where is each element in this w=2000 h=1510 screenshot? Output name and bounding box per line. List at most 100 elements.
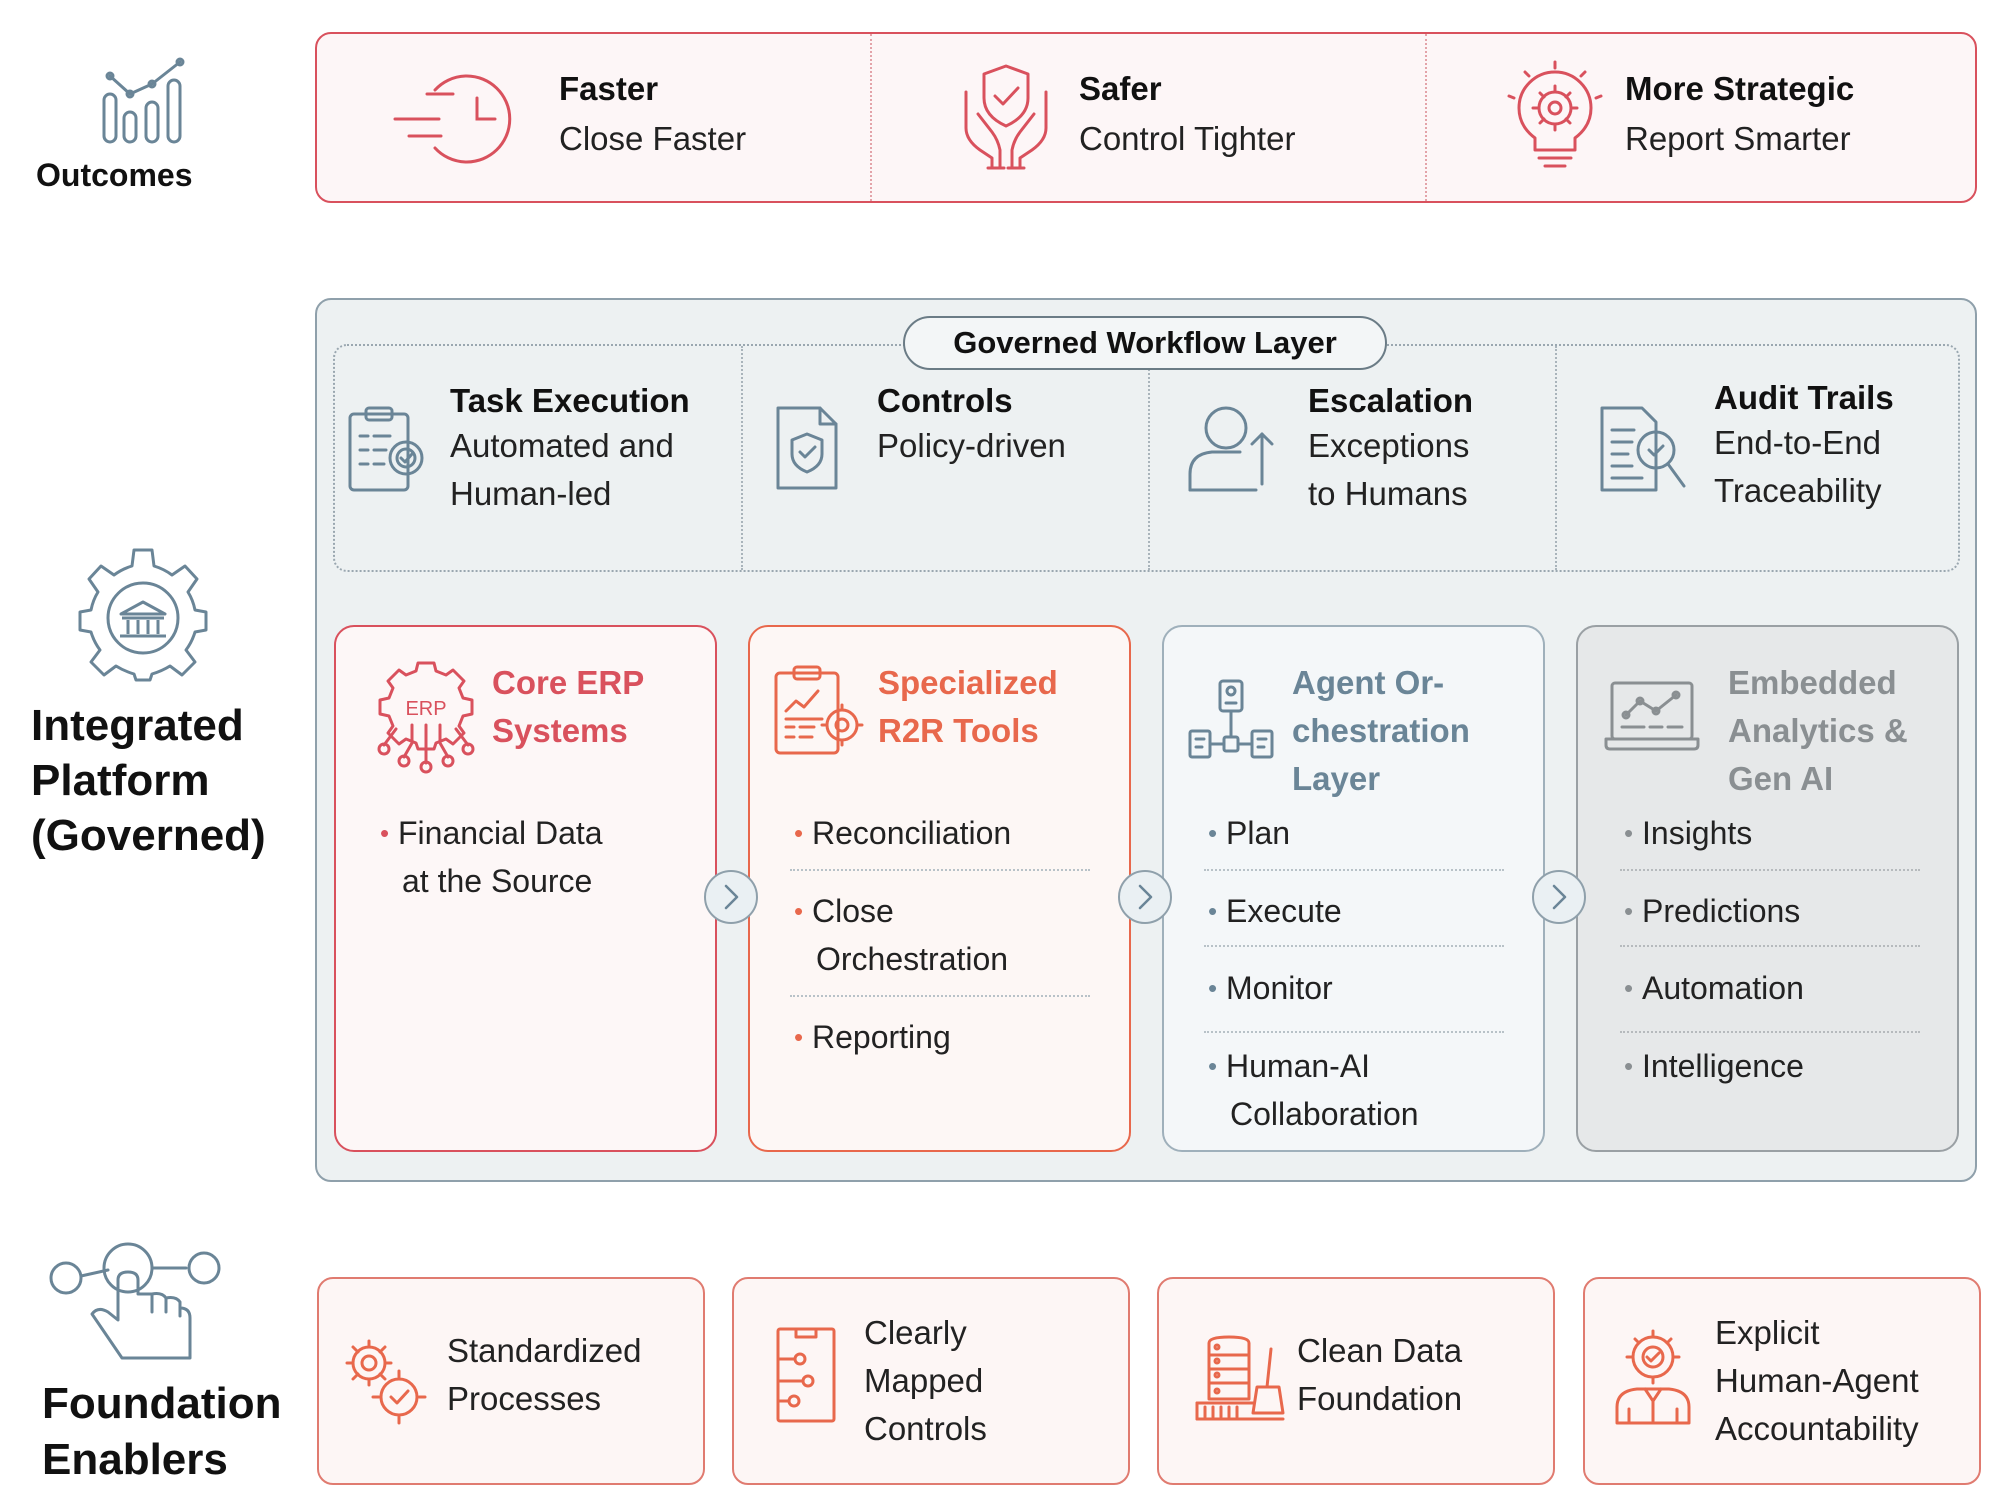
foundation-item-line: Accountability xyxy=(1715,1410,1919,1447)
card-specialized-r2r-tools: Specialized R2R Tools • Reconciliation •… xyxy=(748,625,1131,1152)
gear-lightbulb-icon xyxy=(1505,60,1605,174)
list-item-text: Human-AI xyxy=(1226,1048,1371,1084)
list-item-text: Predictions xyxy=(1642,893,1801,929)
list-item: • Predictions xyxy=(1624,887,1801,935)
card-embedded-analytics: Embedded Analytics & Gen AI • Insights •… xyxy=(1576,625,1959,1152)
list-item-text: Insights xyxy=(1642,815,1753,851)
outcomes-icon xyxy=(100,54,192,146)
hand-touch-icon xyxy=(48,1240,228,1366)
list-item: • Human-AI Collaboration xyxy=(1208,1042,1419,1138)
hierarchy-network-icon xyxy=(1188,677,1274,763)
platform-label-line: Platform xyxy=(31,756,210,805)
card-agent-orchestration-layer: Agent Or- chestration Layer • Plan • Exe… xyxy=(1162,625,1545,1152)
foundation-item-clean-data-foundation: Clean Data Foundation xyxy=(1157,1277,1555,1485)
list-item-text: Reconciliation xyxy=(812,815,1012,851)
card-title-line: Specialized xyxy=(878,664,1058,701)
card-title-line: Agent Or- xyxy=(1292,664,1445,701)
platform-label-line: Integrated xyxy=(31,701,244,750)
foundation-label: Foundation Enablers xyxy=(42,1376,282,1488)
platform-label: Integrated Platform (Governed) xyxy=(31,698,266,863)
workflow-item-task-execution: Task Execution Automated and Human-led xyxy=(450,382,690,518)
gear-bank-icon xyxy=(78,546,208,682)
outcome-subtitle: Close Faster xyxy=(559,120,747,157)
foundation-label-line: Enablers xyxy=(42,1435,228,1484)
card-title-line: Systems xyxy=(492,712,628,749)
workflow-item-controls: Controls Policy-driven xyxy=(877,382,1066,470)
foundation-item-text: Standardized Processes xyxy=(447,1327,641,1423)
workflow-item-text: Traceability xyxy=(1714,472,1882,509)
workflow-item-text: Policy-driven xyxy=(877,427,1066,464)
outcome-item-more-strategic: More Strategic Report Smarter xyxy=(1625,70,1854,158)
erp-icon-text: ERP xyxy=(405,698,446,720)
list-item-text: Monitor xyxy=(1226,970,1333,1006)
erp-gear-icon: ERP xyxy=(376,659,476,774)
list-item-text: Reporting xyxy=(812,1019,951,1055)
foundation-item-line: Mapped xyxy=(864,1362,984,1399)
foundation-item-human-agent-accountability: Explicit Human-Agent Accountability xyxy=(1583,1277,1981,1485)
laptop-analytics-icon xyxy=(1604,679,1700,753)
workflow-item-text: Automated and xyxy=(450,427,674,464)
outcome-title: Safer xyxy=(1079,70,1162,107)
two-gears-icon xyxy=(339,1335,429,1425)
platform-label-line: (Governed) xyxy=(31,811,266,860)
outcomes-label: Outcomes xyxy=(36,157,193,193)
workflow-layer-title: Governed Workflow Layer xyxy=(903,316,1387,370)
foundation-item-text: Clearly Mapped Controls xyxy=(864,1309,987,1453)
outcome-subtitle: Control Tighter xyxy=(1079,120,1296,157)
foundation-item-line: Processes xyxy=(447,1380,602,1417)
list-item: • Monitor xyxy=(1208,964,1333,1012)
list-item-text: Automation xyxy=(1642,970,1804,1006)
shield-hands-icon xyxy=(960,62,1052,172)
outcome-subtitle: Report Smarter xyxy=(1625,120,1851,157)
foundation-item-text: Explicit Human-Agent Accountability xyxy=(1715,1309,1919,1453)
foundation-item-standardized-processes: Standardized Processes xyxy=(317,1277,705,1485)
workflow-item-text: Human-led xyxy=(450,475,612,512)
workflow-item-title: Escalation xyxy=(1308,382,1474,419)
person-arrow-up-icon xyxy=(1186,404,1278,494)
workflow-item-audit-trails: Audit Trails End-to-End Traceability xyxy=(1714,379,1894,515)
control-panel-icon xyxy=(774,1325,838,1425)
outcome-item-faster: Faster Close Faster xyxy=(559,70,746,158)
card-title: Specialized R2R Tools xyxy=(878,659,1058,755)
document-shield-icon xyxy=(772,404,842,492)
list-item-text: Execute xyxy=(1226,893,1342,929)
list-item-text: Orchestration xyxy=(816,941,1009,977)
workflow-item-title: Controls xyxy=(877,382,1013,419)
outcome-title: Faster xyxy=(559,70,659,107)
card-title: Agent Or- chestration Layer xyxy=(1292,659,1470,803)
outcome-item-safer: Safer Control Tighter xyxy=(1079,70,1295,158)
foundation-item-clearly-mapped-controls: Clearly Mapped Controls xyxy=(732,1277,1130,1485)
document-magnifier-icon xyxy=(1598,404,1690,496)
foundation-item-line: Standardized xyxy=(447,1332,642,1369)
workflow-item-title: Audit Trails xyxy=(1714,379,1894,416)
list-item: • Insights xyxy=(1624,809,1753,857)
person-gear-icon xyxy=(1613,1327,1693,1427)
card-title: Embedded Analytics & Gen AI xyxy=(1728,659,1908,803)
foundation-item-text: Clean Data Foundation xyxy=(1297,1327,1462,1423)
chevron-right-icon xyxy=(704,870,758,924)
list-item-text: Financial Data xyxy=(398,815,603,851)
list-item: • Automation xyxy=(1624,964,1804,1012)
list-item-text: Plan xyxy=(1226,815,1291,851)
list-item: • Plan xyxy=(1208,809,1291,857)
list-item-text: Intelligence xyxy=(1642,1048,1804,1084)
workflow-item-title: Task Execution xyxy=(450,382,690,419)
list-item: • Reconciliation xyxy=(794,809,1012,857)
outcome-title: More Strategic xyxy=(1625,70,1855,107)
foundation-item-line: Clearly xyxy=(864,1314,967,1351)
card-title-line: Analytics & xyxy=(1728,712,1908,749)
foundation-item-line: Explicit xyxy=(1715,1314,1820,1351)
chevron-right-icon xyxy=(1532,870,1586,924)
chart-clipboard-gear-icon xyxy=(772,663,868,759)
workflow-item-text: to Humans xyxy=(1308,475,1468,512)
database-broom-icon xyxy=(1193,1333,1285,1425)
card-title-line: chestration xyxy=(1292,712,1470,749)
card-core-erp: ERP Core ERP Systems • Financial Data at… xyxy=(334,625,717,1152)
card-title-line: R2R Tools xyxy=(878,712,1039,749)
foundation-item-line: Clean Data xyxy=(1297,1332,1463,1369)
clipboard-gear-icon xyxy=(346,404,430,494)
workflow-item-escalation: Escalation Exceptions to Humans xyxy=(1308,382,1473,518)
foundation-item-line: Controls xyxy=(864,1410,987,1447)
list-item-text: at the Source xyxy=(402,863,593,899)
chevron-right-icon xyxy=(1118,870,1172,924)
